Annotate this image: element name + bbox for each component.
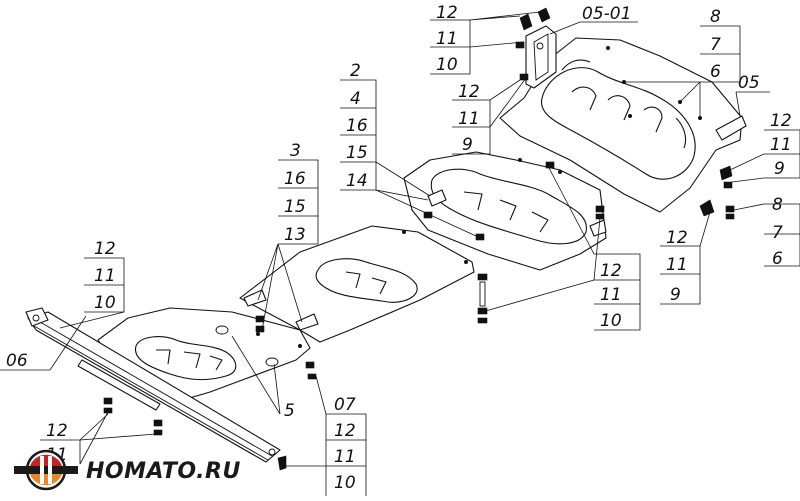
- label-top-mid-9: 9: [462, 135, 473, 155]
- label-left-mid-3: 3: [290, 141, 301, 161]
- label-left-12: 12: [94, 239, 116, 259]
- label-top-right-8: 8: [710, 7, 721, 27]
- label-right-b-8: 8: [772, 195, 783, 215]
- label-left-mid-13: 13: [284, 225, 306, 245]
- label-left-mid-16: 16: [284, 169, 306, 189]
- label-left-10: 10: [94, 293, 116, 313]
- label-top-left-10: 10: [436, 55, 458, 75]
- label-top-mid-11: 11: [458, 109, 480, 129]
- label-lower-right-11: 11: [666, 255, 688, 275]
- label-center-low-12: 12: [600, 261, 622, 281]
- leader-lines: [0, 11, 800, 496]
- second-plate-bolts: [255, 273, 488, 333]
- label-top-left-12: 12: [436, 3, 458, 23]
- label-center-2: 2: [350, 61, 361, 81]
- label-center-16: 16: [346, 116, 368, 136]
- label-06: 06: [6, 351, 28, 371]
- label-bottom-right-10: 10: [334, 473, 356, 493]
- third-skid-plate: [403, 151, 607, 271]
- label-right-a-11: 11: [770, 135, 792, 155]
- front-crossmember-beam: [25, 307, 281, 463]
- label-center-low-10: 10: [600, 311, 622, 331]
- label-center-14: 14: [346, 171, 368, 191]
- logo-text: HOMATO.RU: [86, 459, 241, 484]
- top-bolts: [515, 7, 551, 81]
- label-right-b-7: 7: [772, 223, 783, 243]
- logo-emblem-icon: [14, 449, 78, 491]
- label-right-b-6: 6: [772, 249, 783, 269]
- bracket-05-01: [525, 25, 557, 89]
- label-lower-right-12: 12: [666, 228, 688, 248]
- label-right-a-9: 9: [774, 159, 785, 179]
- label-bottom-left-12: 12: [46, 421, 68, 441]
- label-top-right-6: 6: [710, 62, 721, 82]
- callout-labels: 12 11 10 12 11 9 05-01 8 7 6 05 12 11 9 …: [6, 3, 792, 493]
- label-05: 05: [738, 73, 760, 93]
- label-left-mid-15: 15: [284, 197, 306, 217]
- label-bottom-right-12: 12: [334, 421, 356, 441]
- brand-logo: HOMATO.RU: [14, 449, 241, 491]
- label-left-11: 11: [94, 266, 116, 286]
- right-bolts: [699, 165, 735, 220]
- label-bottom-right-07: 07: [334, 395, 356, 415]
- label-right-a-12: 12: [770, 111, 792, 131]
- label-top-right-7: 7: [710, 35, 721, 55]
- label-05-01: 05-01: [582, 4, 631, 24]
- label-lower-right-9: 9: [670, 285, 681, 305]
- gearbox-skid-plate: [499, 37, 747, 213]
- label-center-4: 4: [350, 89, 361, 109]
- label-center-15: 15: [346, 143, 368, 163]
- label-top-mid-12: 12: [458, 82, 480, 102]
- label-5: 5: [284, 401, 295, 421]
- label-center-low-11: 11: [600, 285, 622, 305]
- label-bottom-right-11: 11: [334, 447, 356, 467]
- label-top-left-11: 11: [436, 29, 458, 49]
